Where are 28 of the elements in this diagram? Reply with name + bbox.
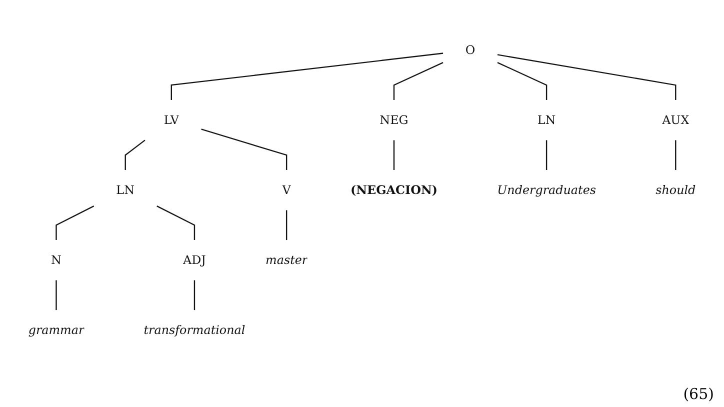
node-text: O xyxy=(465,42,476,57)
node-text: (NEGACION) xyxy=(350,182,438,197)
connector xyxy=(497,54,676,100)
node-text: transformational xyxy=(144,322,246,337)
node-text: LN xyxy=(537,112,556,127)
connector xyxy=(170,52,444,100)
node-text: V xyxy=(282,182,291,197)
node-text: ADJ xyxy=(183,252,206,267)
connector xyxy=(286,210,288,240)
connector xyxy=(675,140,676,170)
connector xyxy=(194,280,196,310)
connector xyxy=(497,62,548,100)
connector xyxy=(156,205,196,240)
connector xyxy=(56,280,57,310)
node-text: LN xyxy=(116,182,135,197)
connector xyxy=(124,140,146,170)
node-text: NEG xyxy=(380,112,408,127)
example-number: (65) xyxy=(683,385,714,403)
connector xyxy=(201,128,288,170)
node-text: Undergraduates xyxy=(497,182,596,197)
node-text: N xyxy=(51,252,62,267)
connector xyxy=(56,205,94,240)
connector xyxy=(393,140,395,170)
node-text: should xyxy=(656,182,696,197)
node-text: AUX xyxy=(662,112,690,127)
connector xyxy=(393,62,444,100)
node-text: LV xyxy=(164,112,179,127)
connector xyxy=(546,140,548,170)
